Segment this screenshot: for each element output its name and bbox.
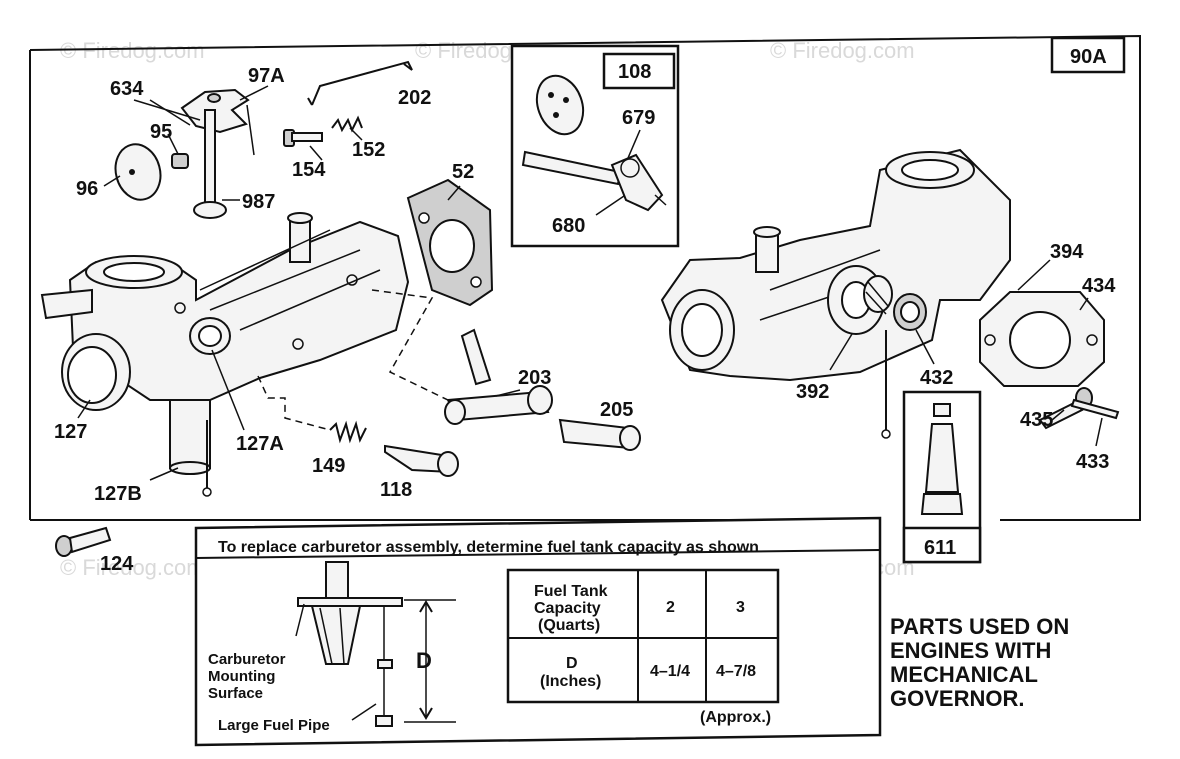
part-label: 435 xyxy=(1020,409,1053,431)
guide-line xyxy=(371,289,453,403)
part-label: 392 xyxy=(796,381,829,403)
part-label: 124 xyxy=(100,553,134,575)
table-row-head: D xyxy=(566,655,578,672)
table-row-head: (Quarts) xyxy=(538,617,600,634)
table-row-head: (Inches) xyxy=(540,673,601,690)
table-cell: 2 xyxy=(666,599,675,616)
link-203-group xyxy=(444,328,641,451)
carb-mounting-label-1: Carburetor xyxy=(208,651,286,668)
table-cell: 4–7/8 xyxy=(716,663,756,680)
part-label: 433 xyxy=(1076,451,1109,473)
part-label: 149 xyxy=(312,455,345,477)
guide-line xyxy=(257,375,331,431)
d-dimension-label: D xyxy=(416,648,432,673)
inset-108 xyxy=(510,44,680,248)
part-label: 432 xyxy=(920,367,953,389)
large-fuel-pipe-label: Large Fuel Pipe xyxy=(218,717,330,734)
watermark: © Firedog.com xyxy=(770,38,915,63)
watermark: © Firedog.com xyxy=(60,555,205,580)
part-label: 680 xyxy=(552,215,585,237)
pump-cover-394 xyxy=(979,259,1105,387)
part-label: 96 xyxy=(76,178,98,200)
table-cell: 4–1/4 xyxy=(650,663,690,680)
approx-note: (Approx.) xyxy=(700,709,771,726)
part-label: 611 xyxy=(924,537,956,559)
part-label: 205 xyxy=(600,399,633,421)
figure-id: 90A xyxy=(1070,46,1107,68)
part-label: 108 xyxy=(618,61,651,83)
part-label: 394 xyxy=(1050,241,1084,263)
governor-spring-group xyxy=(283,60,413,147)
part-label: 634 xyxy=(110,78,144,100)
needle-valve-group xyxy=(329,420,459,477)
table-row-head: Capacity xyxy=(534,600,601,617)
part-labels: 634 97A 202 95 96 154 152 987 52 127 127… xyxy=(54,61,1116,575)
part-label: 202 xyxy=(398,87,431,109)
part-label: 127A xyxy=(236,433,284,455)
springs-392-432 xyxy=(863,275,927,331)
part-label: 127 xyxy=(54,421,87,443)
part-label: 127B xyxy=(94,483,142,505)
note-line: MECHANICAL xyxy=(890,662,1038,687)
part-label: 154 xyxy=(292,159,326,181)
leader-lines xyxy=(77,85,1103,481)
part-label: 118 xyxy=(380,479,412,501)
note-line: GOVERNOR. xyxy=(890,686,1024,711)
table-row-head: Fuel Tank xyxy=(534,583,608,600)
screw-435 xyxy=(1038,387,1120,430)
part-label: 434 xyxy=(1082,275,1116,297)
watermark: © Firedog.com xyxy=(60,38,205,63)
carburetor-body-left xyxy=(40,212,410,497)
part-label: 97A xyxy=(248,65,285,87)
governor-note: PARTS USED ON ENGINES WITH MECHANICAL GO… xyxy=(890,614,1069,711)
screw-124 xyxy=(55,526,112,557)
capacity-title: To replace carburetor assembly, determin… xyxy=(218,539,759,556)
capacity-panel: To replace carburetor assembly, determin… xyxy=(194,516,882,747)
note-line: PARTS USED ON xyxy=(890,614,1069,639)
figure-id-box xyxy=(1050,36,1126,74)
part-label: 203 xyxy=(518,367,551,389)
carb-mounting-label-2: Mounting xyxy=(208,668,275,685)
part-label: 987 xyxy=(242,191,275,213)
capacity-table: Fuel Tank Capacity (Quarts) D (Inches) 2… xyxy=(506,568,780,704)
table-cell: 3 xyxy=(736,599,745,616)
part-label: 95 xyxy=(150,121,172,143)
part-label: 52 xyxy=(452,161,474,183)
gasket-52 xyxy=(406,178,494,307)
part-label: 679 xyxy=(622,107,655,129)
inset-611 xyxy=(902,390,982,564)
part-label: 152 xyxy=(352,139,385,161)
note-line: ENGINES WITH xyxy=(890,638,1051,663)
carb-mounting-label-3: Surface xyxy=(208,685,263,702)
throttle-shaft-group xyxy=(114,88,255,219)
